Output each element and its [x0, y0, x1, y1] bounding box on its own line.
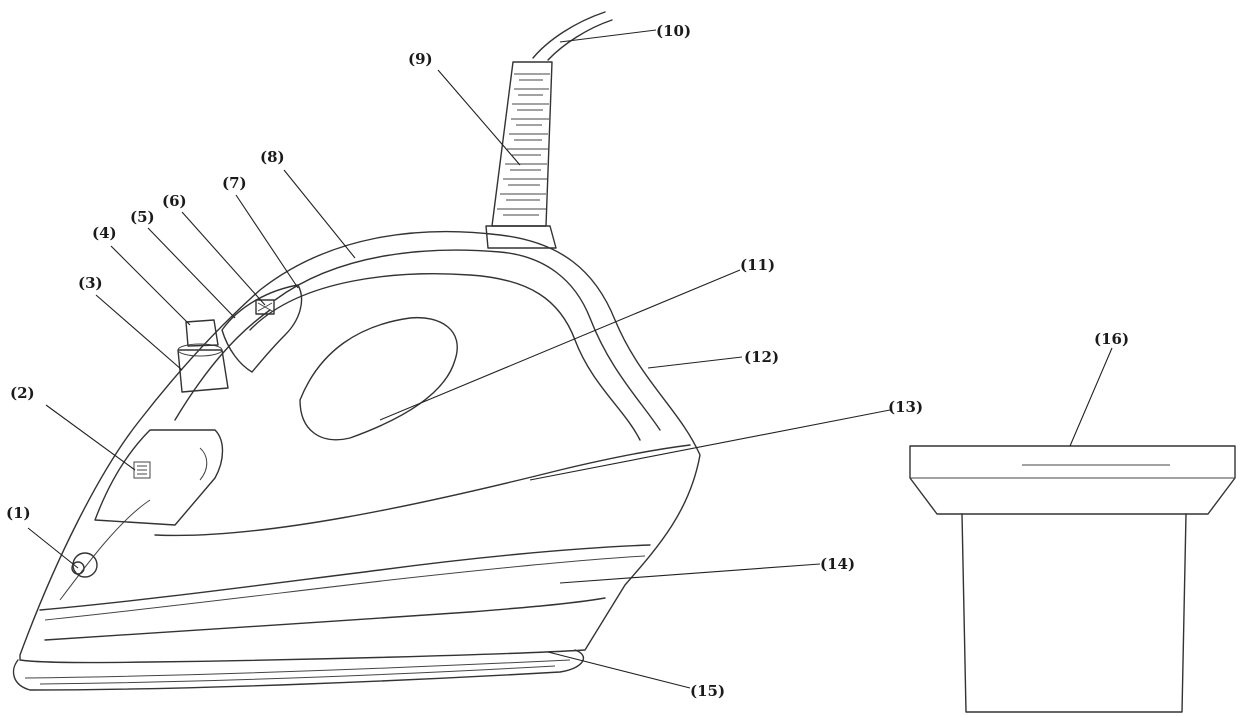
callout-labels: (1) (2) (3) (4) (5) (6) (7) (8) (9) (10)…: [6, 22, 1129, 700]
callout-2: (2): [10, 384, 35, 402]
soleplate: [12, 649, 585, 691]
top-buttons: [221, 284, 303, 373]
power-cord: [532, 11, 613, 61]
callout-13: (13): [888, 398, 923, 416]
callout-7: (7): [222, 174, 247, 192]
leader-lines: [27, 29, 1113, 689]
callout-8: (8): [260, 148, 285, 166]
callout-4: (4): [92, 224, 117, 242]
callout-14: (14): [820, 555, 855, 573]
callout-15: (15): [690, 682, 725, 700]
callout-6: (6): [162, 192, 187, 210]
cord-guard: [485, 61, 557, 249]
callout-5: (5): [130, 208, 155, 226]
iron-body: [19, 230, 701, 664]
callout-3: (3): [78, 274, 103, 292]
callout-12: (12): [744, 348, 779, 366]
callout-9: (9): [408, 50, 433, 68]
callout-1: (1): [6, 504, 31, 522]
filler-knob: [177, 319, 229, 393]
control-panel: [94, 429, 224, 526]
callout-11: (11): [740, 256, 775, 274]
spray-nozzle: [71, 552, 98, 578]
callout-16: (16): [1094, 330, 1129, 348]
measuring-cup: [909, 445, 1236, 713]
callout-10: (10): [656, 22, 691, 40]
